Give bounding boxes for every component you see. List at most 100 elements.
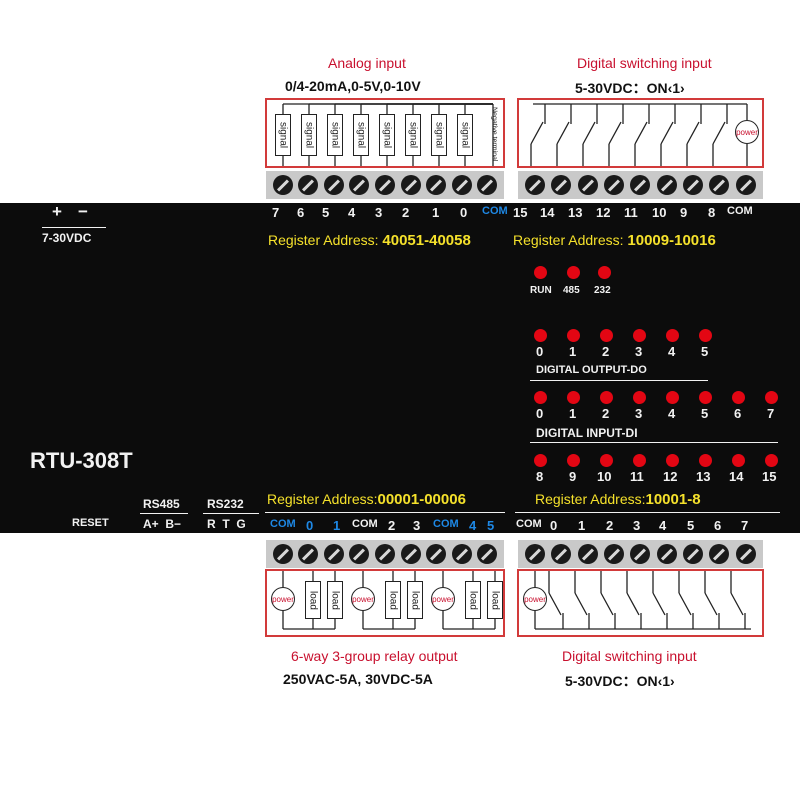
analog-signal-source: signal (327, 114, 343, 156)
di-led (732, 391, 745, 404)
power-plus: + (52, 202, 62, 221)
terminal-screw (298, 544, 319, 564)
di-number: 2 (602, 406, 610, 421)
terminal-screw (709, 175, 730, 195)
di-number: 0 (536, 406, 544, 421)
rs485-pins: A+ B− (143, 517, 182, 531)
terminal-screw (272, 544, 293, 564)
di-led (633, 454, 646, 467)
status-led (567, 266, 580, 279)
terminal-screw (577, 544, 598, 564)
top-right-terminal-label: 11 (624, 205, 638, 220)
relay-power-source: power (271, 587, 295, 611)
status-led (534, 266, 547, 279)
top-right-terminal-label: 12 (596, 205, 611, 220)
top-left-terminal-label: 0 (460, 205, 468, 220)
bottom-right-terminal-label: COM (516, 518, 542, 530)
top-right-terminal-label: 10 (652, 205, 667, 220)
terminal-screw (551, 544, 572, 564)
bottom-di-register-address: Register Address:10001-8 (535, 491, 701, 508)
di-number: 5 (701, 406, 709, 421)
di-led (699, 454, 712, 467)
device-panel (0, 203, 800, 533)
di-number: 13 (696, 469, 711, 484)
bottom-right-terminal-label: 0 (550, 518, 558, 533)
analog-signal-source: signal (405, 114, 421, 156)
top-right-terminal-label: 14 (540, 205, 555, 220)
di-number: 6 (734, 406, 742, 421)
terminal-screw (709, 544, 730, 564)
top-left-terminal-strip (266, 171, 504, 199)
bottom-right-terminal-label: 6 (714, 518, 722, 533)
di-led (666, 391, 679, 404)
top-right-terminal-label: COM (727, 205, 753, 217)
terminal-screw (272, 175, 293, 195)
top-left-terminal-label: 5 (322, 205, 330, 220)
bottom-digital-input-spec: 5-30VDC：ON‹1› (565, 673, 675, 689)
bottom-right-terminal-label: 4 (659, 518, 667, 533)
relay-power-source: power (351, 587, 375, 611)
terminal-screw (683, 544, 704, 564)
top-right-terminal-strip (518, 171, 763, 199)
di-group-label: DIGITAL INPUT-DI (536, 426, 638, 440)
rs232-pins: R T G (207, 517, 246, 531)
relay-load: load (465, 581, 481, 619)
top-left-terminal-label: COM (482, 205, 508, 217)
di-led (534, 454, 547, 467)
top-right-terminal-label: 9 (680, 205, 688, 220)
rs485-label: RS485 (143, 497, 180, 511)
do-led (567, 329, 580, 342)
terminal-screw (451, 544, 472, 564)
do-group-label: DIGITAL OUTPUT-DO (536, 364, 647, 376)
relay-power-source: power (431, 587, 455, 611)
terminal-screw (374, 175, 395, 195)
terminal-screw (349, 544, 370, 564)
bottom-right-terminal-label: 3 (633, 518, 641, 533)
analog-register-address: Register Address: 40051-40058 (268, 232, 471, 249)
terminal-screw (426, 175, 447, 195)
rs232-label: RS232 (207, 497, 244, 511)
status-led (598, 266, 611, 279)
status-led-label: 232 (594, 285, 611, 296)
top-left-terminal-label: 6 (297, 205, 305, 220)
terminal-screw (630, 544, 651, 564)
terminal-screw (551, 175, 572, 195)
di-number: 12 (663, 469, 678, 484)
analog-input-title: Analog input (328, 55, 406, 71)
do-group-line (530, 380, 708, 381)
terminal-screw (630, 175, 651, 195)
terminal-screw (525, 544, 546, 564)
do-led (534, 329, 547, 342)
bottom-left-terminal-label: COM (433, 518, 459, 530)
terminal-screw (349, 175, 370, 195)
di-led (699, 391, 712, 404)
di-number: 4 (668, 406, 676, 421)
terminal-screw (656, 175, 677, 195)
relay-load: load (487, 581, 503, 619)
relay-output-title: 6-way 3-group relay output (291, 648, 458, 664)
do-led (600, 329, 613, 342)
model-name: RTU-308T (30, 448, 133, 473)
top-right-terminal-label: 13 (568, 205, 583, 220)
analog-signal-source: signal (275, 114, 291, 156)
di-number: 1 (569, 406, 577, 421)
top-left-terminal-label: 3 (375, 205, 383, 220)
terminal-screw (604, 544, 625, 564)
di-led (567, 391, 580, 404)
bottom-right-terminal-strip (518, 540, 763, 568)
bottom-left-terminal-label: 0 (306, 518, 314, 533)
bottom-di-register-line (515, 512, 780, 513)
analog-signal-source: signal (431, 114, 447, 156)
terminal-screw (298, 175, 319, 195)
top-power-source: power (735, 120, 759, 144)
di-number: 8 (536, 469, 544, 484)
do-number: 2 (602, 344, 610, 359)
terminal-screw (525, 175, 546, 195)
terminal-screw (477, 544, 498, 564)
top-di-register-address: Register Address: 10009-10016 (513, 232, 716, 249)
terminal-screw (477, 175, 498, 195)
terminal-screw (426, 544, 447, 564)
top-left-terminal-label: 4 (348, 205, 356, 220)
terminal-screw (683, 175, 704, 195)
